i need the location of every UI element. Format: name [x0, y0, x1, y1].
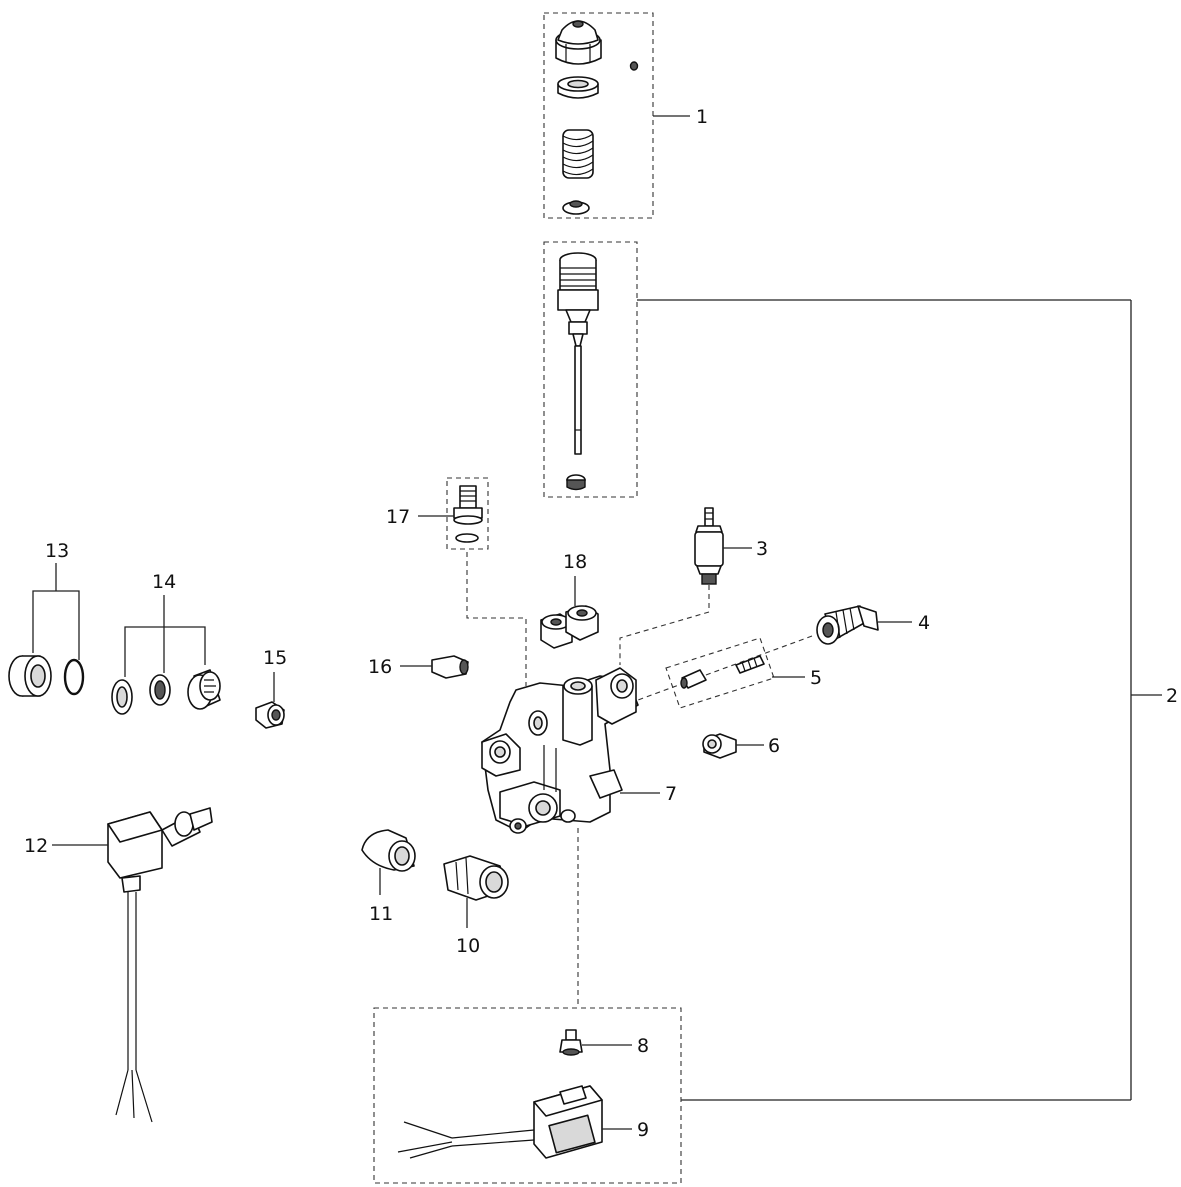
callout-18: 18: [563, 551, 587, 573]
part-17-dashed-link: [466, 552, 527, 686]
sensor-cable-part: [107, 807, 213, 1123]
hose-barb-part: [431, 655, 469, 679]
callout-15: 15: [263, 647, 287, 669]
callout-8: 8: [637, 1035, 649, 1057]
part-12-group: 12: [24, 807, 213, 1123]
part-17-group: 17: [386, 477, 527, 686]
part-10-group: 10: [443, 855, 509, 957]
callout-13: 13: [45, 540, 69, 562]
part-15-group: 15: [255, 647, 287, 729]
callout-17: 17: [386, 506, 410, 528]
bushing-part: [8, 655, 52, 697]
callout-9: 9: [637, 1119, 649, 1141]
ring-nut-part: [557, 76, 599, 99]
kit-8-9-group: 8 9: [373, 1007, 682, 1184]
callout-6: 6: [768, 735, 780, 757]
part-5-group: 5: [665, 637, 822, 709]
kit-2-dashed-box: [543, 241, 638, 498]
callout-12: 12: [24, 835, 48, 857]
kit-17-dashed-box: [446, 477, 489, 550]
callout-1: 1: [696, 106, 708, 128]
callout-10: 10: [456, 935, 480, 957]
plug-part: [702, 733, 737, 759]
callout-3: 3: [756, 538, 768, 560]
part-11-group: 11: [361, 829, 416, 925]
part-6-group: 6: [702, 733, 780, 759]
valve-stem-part: [557, 252, 599, 455]
manifold-body-part: [481, 667, 639, 834]
kit-5-dashed-box: [665, 637, 775, 709]
ball-part: [629, 61, 639, 71]
caps-pair-part: [540, 605, 599, 649]
elbow-part: [361, 829, 416, 872]
filter-part: [187, 669, 221, 710]
sensor-box-part: [397, 1085, 603, 1159]
part-14-group: 14: [111, 571, 221, 715]
part-4-group: 4: [637, 605, 930, 701]
o-ring-part: [63, 658, 85, 696]
part-16-group: 16: [368, 655, 469, 679]
small-fitting-part: [559, 1029, 583, 1056]
part-18-group: 18: [540, 551, 599, 649]
callout-11: 11: [369, 903, 393, 925]
part-3-dashed-link: [619, 585, 710, 665]
callout-13-bracket: [32, 590, 80, 660]
part-4-dashed-link: [637, 635, 813, 701]
part-13-group: 13: [8, 540, 85, 697]
adapter-part: [443, 855, 509, 901]
seat-part: [562, 200, 590, 215]
kit-2-group: 2: [543, 241, 1178, 1101]
spring-part: [562, 129, 594, 179]
small-nozzle-part: [255, 701, 285, 729]
callout-16: 16: [368, 656, 392, 678]
fitting-o-ring-part: [455, 533, 479, 543]
seal-ring-part: [149, 674, 171, 706]
callout-5: 5: [810, 667, 822, 689]
callout-2: 2: [1166, 685, 1178, 707]
cap-nut-part: [555, 20, 602, 65]
part-7-group: 7: [481, 667, 677, 1008]
callout-7: 7: [665, 783, 677, 805]
pressure-switch-part: [694, 507, 724, 585]
check-valve-part: [680, 669, 707, 689]
small-spring-part: [735, 655, 765, 674]
callout-14: 14: [152, 571, 176, 593]
callout-14-bracket: [124, 626, 206, 677]
callout-4: 4: [918, 612, 930, 634]
threaded-fitting-part: [453, 485, 483, 525]
kit-8-9-dashed-box: [373, 1007, 682, 1184]
part-3-group: 3: [619, 507, 768, 665]
stem-seal-part: [566, 474, 586, 491]
coupling-part: [816, 605, 879, 645]
kit-1-group: 1: [543, 12, 708, 219]
